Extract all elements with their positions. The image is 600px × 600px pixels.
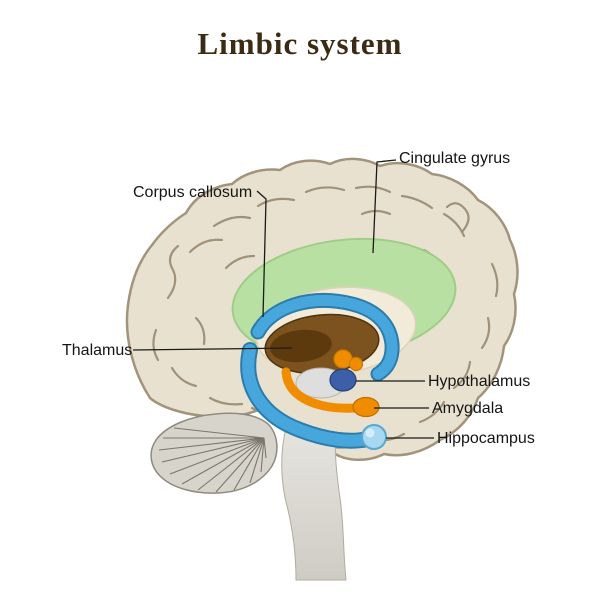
sulcus-line	[212, 215, 252, 228]
sulcus-line	[442, 212, 466, 238]
fornix-lower-band	[242, 344, 374, 447]
sulcus-line	[480, 316, 491, 350]
sulcus-line	[490, 262, 499, 298]
sulcus-line	[418, 400, 446, 424]
sulcus-line	[188, 238, 224, 254]
amygdala-region	[352, 396, 380, 418]
sulcus-line	[224, 254, 256, 270]
cerebellum-line	[260, 437, 265, 473]
leader-line-thalamus	[132, 347, 293, 351]
leader-line-corpus-callosum	[256, 190, 267, 318]
fornix-upper-band	[252, 295, 398, 380]
thalamus-region	[270, 329, 332, 363]
cerebellum-line	[215, 437, 265, 493]
cerebellum-line	[173, 427, 265, 439]
cerebellum-line	[169, 437, 265, 475]
stria-terminalis-band	[281, 367, 361, 413]
label-amygdala: Amygdala	[432, 400, 504, 417]
leader-line-cingulate-gyrus	[372, 159, 397, 254]
sulcus-hook-line	[445, 202, 470, 234]
label-corpus-callosum: Corpus callosum	[133, 184, 253, 201]
cerebellum-line	[181, 437, 265, 485]
sulcus-line	[452, 360, 472, 390]
cerebellum-line	[158, 437, 265, 451]
sulcus-line	[256, 197, 296, 208]
sulcus-line	[304, 186, 346, 194]
cerebellum-line	[249, 437, 265, 484]
hippocampus-highlight	[365, 428, 375, 438]
hypothalamus-region	[329, 368, 357, 392]
sulcus-line	[360, 209, 392, 216]
mammillary-body-small	[348, 356, 364, 372]
sulcus-line	[194, 316, 206, 346]
label-hypothalamus: Hypothalamus	[428, 373, 531, 390]
cerebellum-line	[233, 437, 265, 491]
sulcus-line	[152, 328, 160, 362]
sulcus-line	[354, 185, 392, 194]
sulcus-line	[170, 366, 198, 388]
hippocampus-region	[361, 424, 387, 450]
label-cingulate-gyrus: Cingulate gyrus	[399, 150, 511, 167]
cerebellum-line	[263, 437, 267, 459]
sulcus-line	[400, 194, 434, 210]
cerebellum-folia-lines	[158, 427, 267, 493]
cerebellum-line	[161, 437, 265, 463]
label-hippocampus: Hippocampus	[437, 430, 535, 447]
page-title: Limbic system	[197, 26, 403, 61]
sulcus-line	[166, 244, 180, 300]
cerebellum	[150, 412, 278, 494]
label-thalamus: Thalamus	[62, 342, 133, 359]
sulcus-line	[208, 396, 244, 406]
cerebellum-line	[197, 437, 265, 491]
